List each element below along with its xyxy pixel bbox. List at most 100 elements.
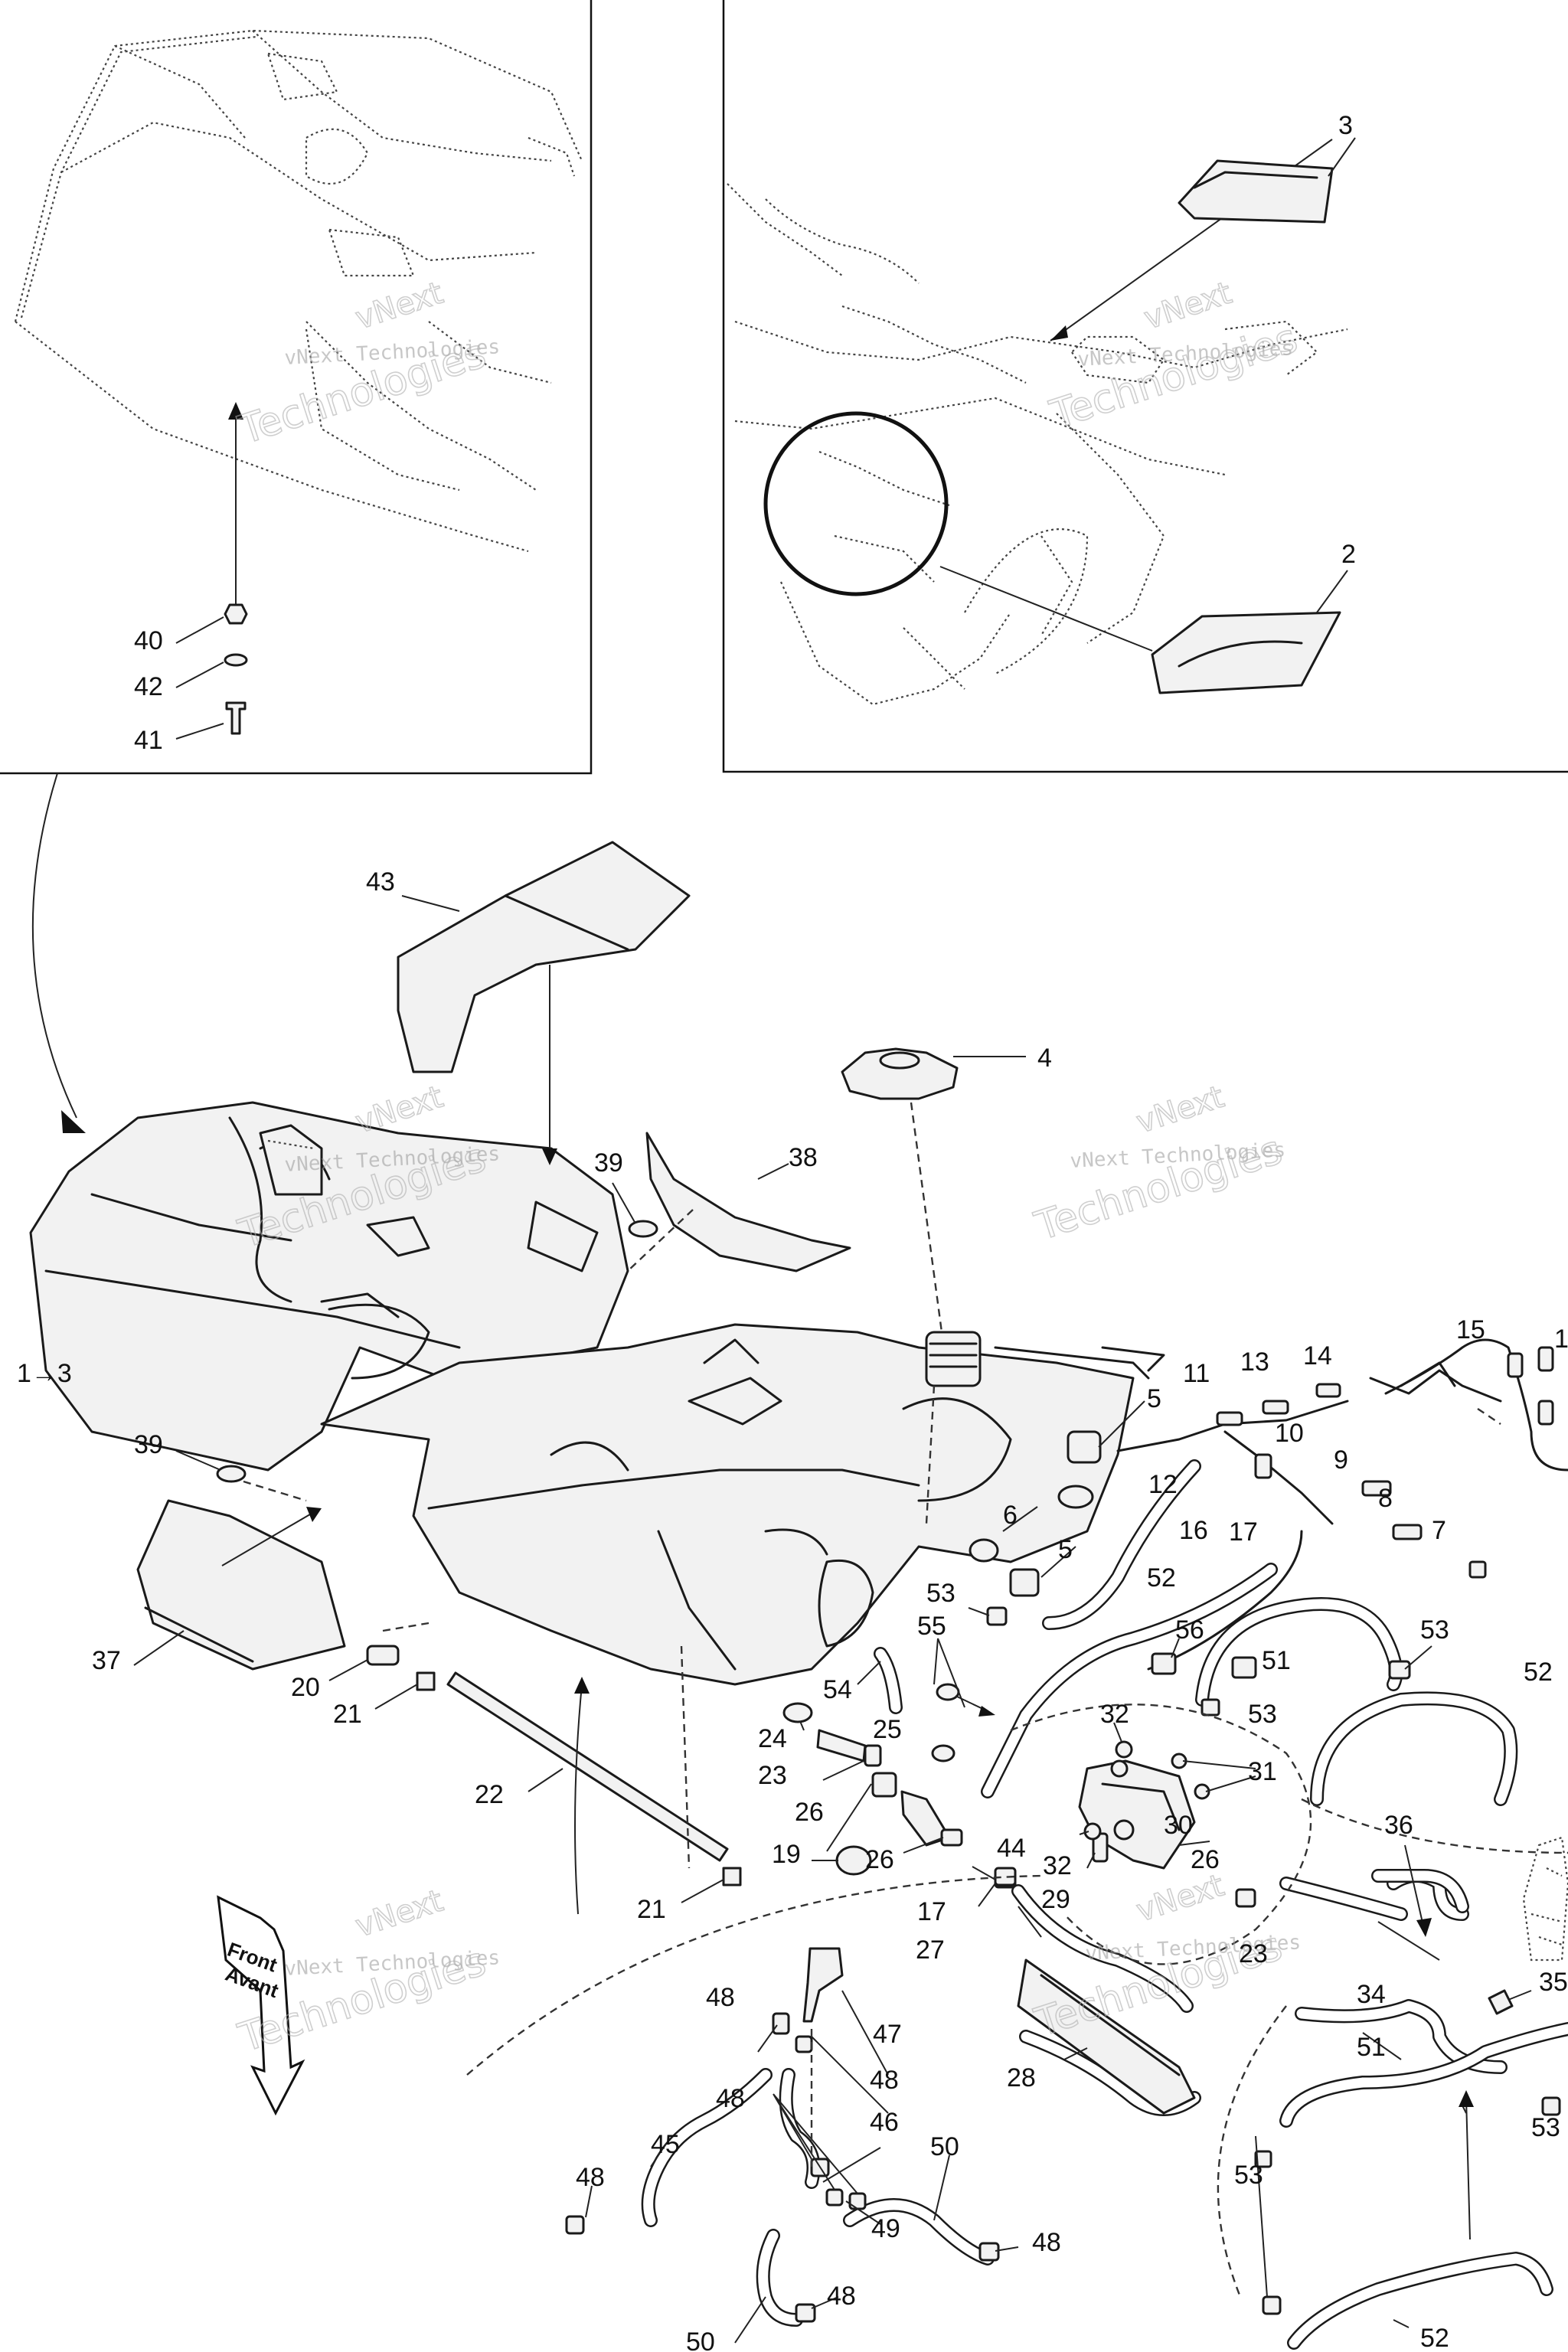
callout-48: 48 xyxy=(706,1983,735,2012)
part-43-shield xyxy=(397,841,691,1165)
callout-48: 48 xyxy=(870,2066,899,2095)
callout-44: 44 xyxy=(997,1834,1026,1863)
inset-left-body-outline xyxy=(14,29,583,553)
callout-25: 25 xyxy=(873,1715,902,1744)
small-couplers xyxy=(1200,1346,1554,1717)
callout-54: 54 xyxy=(823,1675,852,1704)
part-20-fitting xyxy=(328,1622,430,1681)
callout-40: 40 xyxy=(134,626,163,655)
callout-9: 9 xyxy=(1334,1446,1348,1475)
callout-50: 50 xyxy=(930,2132,959,2161)
callout-2: 2 xyxy=(1341,540,1356,569)
callout-24: 24 xyxy=(758,1724,787,1753)
inset-panel-left xyxy=(0,0,593,775)
callout-17: 17 xyxy=(917,1897,946,1926)
grommets-39 xyxy=(175,1182,658,1502)
fittings-23-26-19 xyxy=(782,1702,1017,1907)
part-3-duct xyxy=(1178,137,1356,224)
callout-53: 53 xyxy=(1248,1700,1277,1729)
callout-27: 27 xyxy=(916,1936,945,1965)
main-tank-lower xyxy=(320,1323,1165,1686)
nut-40 xyxy=(224,603,248,625)
callout-labels: 3 2 40 42 41 43 4 39 38 1→3 39 37 20 21 … xyxy=(17,111,1568,2352)
watermark-big: Technologies xyxy=(1045,315,1303,439)
callout-42: 42 xyxy=(134,672,163,701)
part-36-elbow xyxy=(1371,1844,1469,1937)
callout-16: 16 xyxy=(1179,1516,1208,1545)
part-34-35-hose xyxy=(1235,1888,1532,2015)
callout-16-edge: 1 xyxy=(1554,1325,1568,1354)
callout-21: 21 xyxy=(637,1895,666,1924)
parts-27-28 xyxy=(994,1867,1196,2115)
callout-36: 36 xyxy=(1384,1811,1413,1840)
part-22-tube xyxy=(446,1671,729,1862)
callout-52: 52 xyxy=(1420,2324,1449,2352)
part-2-duct xyxy=(1151,570,1348,694)
callout-53: 53 xyxy=(926,1579,956,1608)
callout-43: 43 xyxy=(366,867,395,897)
callout-55: 55 xyxy=(917,1612,946,1641)
callout-48: 48 xyxy=(827,2282,856,2311)
callout-52: 52 xyxy=(1147,1563,1176,1592)
watermark-big: vNext xyxy=(351,1080,447,1141)
inset-left-arrow-up xyxy=(228,402,243,605)
watermark-big: vNext xyxy=(351,1883,447,1945)
callout-19: 19 xyxy=(772,1840,801,1869)
pump-fittings-5-6 xyxy=(969,1400,1145,1597)
callout-17: 17 xyxy=(1229,1517,1258,1547)
inset-left-fasteners xyxy=(175,603,248,740)
callout-48: 48 xyxy=(716,2084,745,2113)
callout-39: 39 xyxy=(134,1430,163,1459)
callout-21: 21 xyxy=(333,1700,362,1729)
watermark-big: vNext xyxy=(1132,1868,1228,1929)
callout-30: 30 xyxy=(1164,1811,1193,1840)
callout-52: 52 xyxy=(1524,1658,1553,1687)
callout-53: 53 xyxy=(1531,2113,1560,2142)
part-21-caps xyxy=(374,1671,742,1903)
inset-right-vehicle-outline xyxy=(727,183,1348,706)
filler-neck xyxy=(910,1102,982,1524)
callout-23: 23 xyxy=(1239,1939,1268,1968)
assembly-connector-arrow xyxy=(31,773,86,1133)
watermark-big: vNext xyxy=(1140,276,1236,337)
washer-42 xyxy=(224,653,248,667)
callout-26: 26 xyxy=(795,1798,824,1827)
inset-panel-right xyxy=(722,0,1568,773)
callout-10: 10 xyxy=(1275,1419,1304,1448)
callout-48: 48 xyxy=(1032,2228,1061,2257)
main-tank-body xyxy=(29,1101,629,1472)
callout-5: 5 xyxy=(1058,1535,1073,1564)
callout-48: 48 xyxy=(576,2163,605,2192)
part-54-55 xyxy=(857,1638,995,1762)
inset-right-highlight-circle xyxy=(763,139,1333,652)
callout-7: 7 xyxy=(1432,1516,1446,1545)
callout-1-to-3: 1→3 xyxy=(17,1359,72,1388)
callout-6: 6 xyxy=(1003,1501,1018,1530)
callout-3: 3 xyxy=(1338,111,1353,140)
callout-13: 13 xyxy=(1240,1348,1269,1377)
callout-49: 49 xyxy=(871,2214,900,2243)
callout-15: 15 xyxy=(1456,1315,1485,1344)
callout-45: 45 xyxy=(651,2130,680,2159)
callout-46: 46 xyxy=(870,2108,899,2137)
callout-14: 14 xyxy=(1303,1341,1332,1370)
tank-underside-arrow xyxy=(574,1645,691,1915)
callout-5: 5 xyxy=(1147,1384,1161,1413)
part-4-fuel-cap xyxy=(841,1047,1026,1100)
callout-26: 26 xyxy=(1191,1845,1220,1874)
watermark-big: vNext xyxy=(1132,1080,1228,1141)
part-37-side-panel xyxy=(133,1499,346,1671)
callout-38: 38 xyxy=(789,1143,818,1172)
callout-12: 12 xyxy=(1148,1470,1178,1499)
callout-35: 35 xyxy=(1539,1968,1568,1997)
callout-23: 23 xyxy=(758,1761,787,1790)
callout-37: 37 xyxy=(92,1646,121,1675)
callout-51: 51 xyxy=(1357,2033,1386,2062)
callout-22: 22 xyxy=(475,1780,504,1809)
callout-53: 53 xyxy=(1234,2161,1263,2190)
thin-lines-right xyxy=(1116,1338,1568,1671)
callout-32: 32 xyxy=(1043,1851,1072,1880)
callout-39: 39 xyxy=(594,1148,623,1178)
callout-29: 29 xyxy=(1041,1885,1070,1914)
